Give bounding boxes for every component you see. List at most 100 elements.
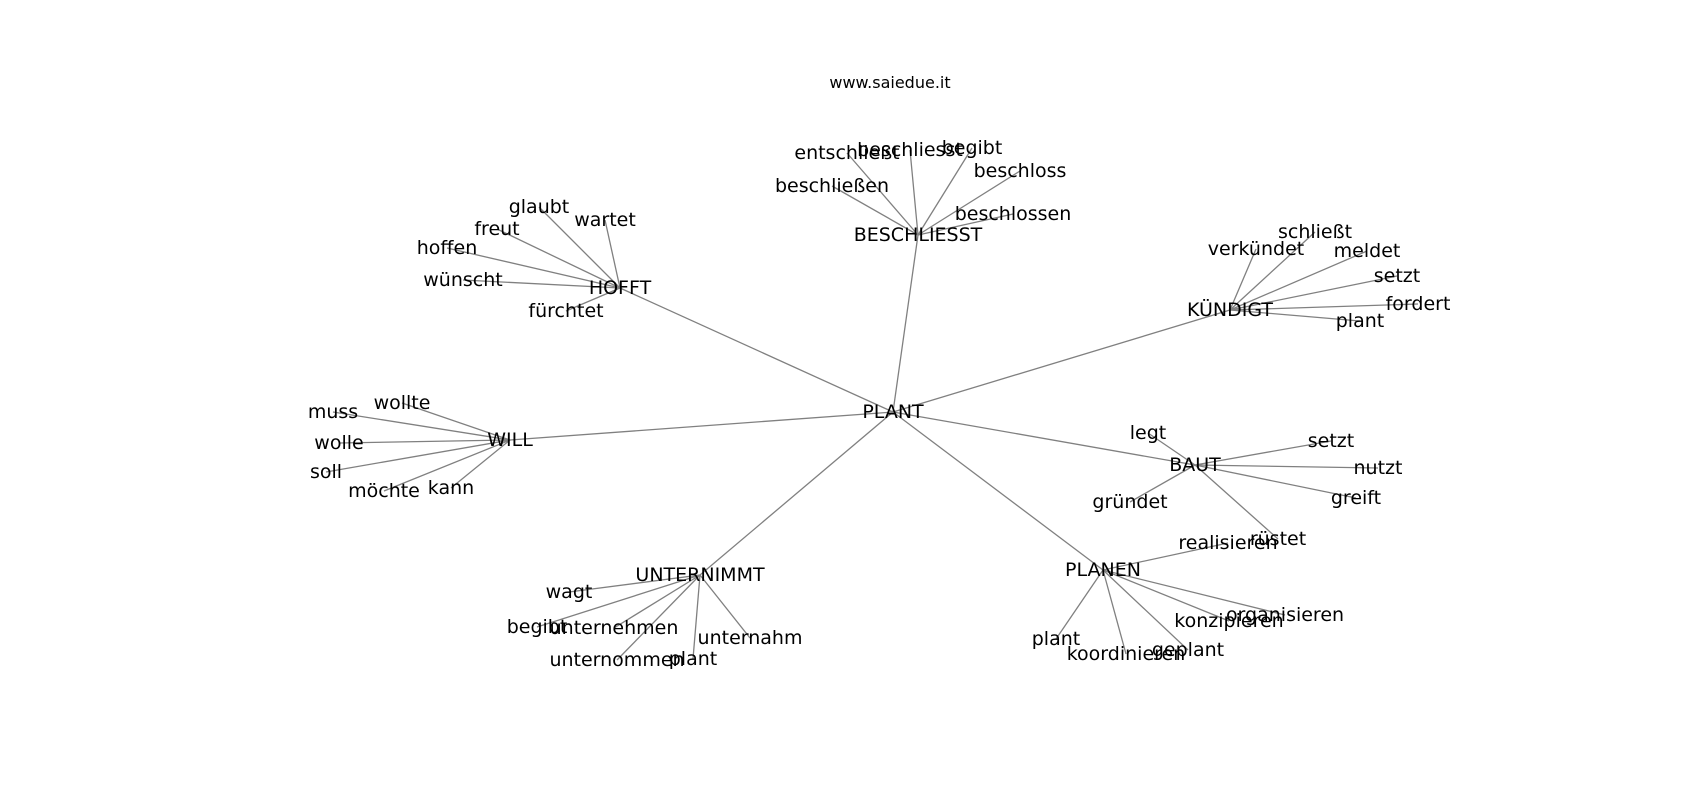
edge-kuendigt-setzt bbox=[1229, 275, 1398, 311]
edge-unternimmt-begibt bbox=[536, 574, 701, 628]
root-node-label: PLANT bbox=[862, 401, 924, 423]
leaf-node-beschloss: beschloss bbox=[974, 160, 1067, 182]
leaf-node-fordert: fordert bbox=[1386, 293, 1451, 315]
edge-beschliesst-beschlossen bbox=[917, 213, 1014, 236]
edge-planen-organisieren bbox=[1102, 569, 1286, 616]
leaf-node-beschlossen: beschlossen bbox=[955, 203, 1072, 225]
edge-root-unternimmt bbox=[699, 411, 894, 576]
leaf-node-setzt: setzt bbox=[1308, 430, 1354, 452]
leaf-node-moechte: möchte bbox=[348, 480, 420, 502]
edge-beschliesst-entschliesst bbox=[846, 152, 919, 236]
edge-will-muss bbox=[332, 411, 511, 441]
edge-root-will bbox=[509, 411, 894, 441]
hub-node-planen: PLANEN bbox=[1065, 559, 1141, 581]
leaf-node-soll: soll bbox=[310, 461, 342, 483]
edge-hofft-hoffen bbox=[446, 247, 621, 289]
edge-planen-plant bbox=[1055, 569, 1104, 640]
edge-beschliesst-beschliessen bbox=[831, 185, 919, 236]
edge-beschliesst-beschliesst bbox=[909, 149, 919, 236]
edge-hofft-glaubt bbox=[538, 206, 621, 289]
leaf-node-unternahm: unternahm bbox=[698, 627, 803, 649]
edge-root-baut bbox=[892, 411, 1196, 466]
leaf-node-verkuendet: verkündet bbox=[1208, 238, 1304, 260]
leaf-node-meldet: meldet bbox=[1334, 240, 1401, 262]
leaf-node-legt: legt bbox=[1130, 422, 1166, 444]
edge-kuendigt-schliesst bbox=[1229, 231, 1316, 311]
labels-layer: PLANTBESCHLIESSTentschließtbeschliesstbe… bbox=[308, 137, 1451, 671]
leaf-node-unternommen: unternommen bbox=[549, 649, 684, 671]
leaf-node-plant: plant bbox=[669, 648, 717, 670]
leaf-node-schliesst: schließt bbox=[1278, 221, 1352, 243]
edges-layer bbox=[325, 147, 1419, 661]
edge-unternimmt-unternahm bbox=[699, 574, 751, 639]
leaf-node-hoffen: hoffen bbox=[417, 237, 478, 259]
edge-hofft-wuenscht bbox=[462, 279, 621, 289]
leaf-node-setzt: setzt bbox=[1374, 265, 1420, 287]
leaf-node-ruestet: rüstet bbox=[1250, 528, 1306, 550]
leaf-node-wolle: wolle bbox=[314, 432, 363, 454]
leaf-node-wagt: wagt bbox=[546, 581, 593, 603]
edge-root-beschliesst bbox=[892, 234, 919, 413]
leaf-node-muss: muss bbox=[308, 401, 358, 423]
edge-kuendigt-meldet bbox=[1229, 250, 1368, 311]
leaf-node-nutzt: nutzt bbox=[1354, 457, 1403, 479]
hub-node-unternimmt: UNTERNIMMT bbox=[635, 564, 765, 586]
edge-root-kuendigt bbox=[892, 309, 1231, 413]
edge-will-soll bbox=[325, 439, 511, 473]
leaf-node-plant: plant bbox=[1032, 628, 1080, 650]
edge-kuendigt-fordert bbox=[1229, 303, 1419, 311]
edge-hofft-freut bbox=[496, 228, 621, 289]
hub-node-beschliesst: BESCHLIESST bbox=[854, 224, 983, 246]
hub-node-will: WILL bbox=[487, 429, 533, 451]
leaf-node-glaubt: glaubt bbox=[509, 196, 570, 218]
leaf-node-wuenscht: wünscht bbox=[423, 269, 502, 291]
edge-baut-greift bbox=[1194, 464, 1357, 499]
leaf-node-plant: plant bbox=[1336, 310, 1384, 332]
edge-unternimmt-unternommen bbox=[616, 574, 701, 661]
leaf-node-beschliesst: beschliesst bbox=[857, 139, 963, 161]
leaf-node-kann: kann bbox=[428, 477, 474, 499]
leaf-node-realisieren: realisieren bbox=[1178, 532, 1277, 554]
hub-node-baut: BAUT bbox=[1169, 454, 1221, 476]
edge-planen-konzipieren bbox=[1102, 569, 1230, 622]
edge-kuendigt-plant bbox=[1229, 309, 1361, 322]
leaf-node-wollte: wollte bbox=[374, 392, 431, 414]
edge-baut-gruendet bbox=[1129, 464, 1196, 503]
edge-will-wollte bbox=[401, 402, 511, 441]
edge-beschliesst-beschloss bbox=[917, 170, 1021, 236]
leaf-node-geplant: geplant bbox=[1152, 639, 1224, 661]
leaf-node-gruendet: gründet bbox=[1092, 491, 1167, 513]
edge-planen-geplant bbox=[1102, 569, 1189, 651]
edge-unternimmt-plant bbox=[692, 574, 701, 660]
leaf-node-entschliesst: entschließt bbox=[794, 142, 899, 164]
edge-will-wolle bbox=[338, 439, 511, 444]
edge-baut-setzt bbox=[1194, 440, 1332, 466]
leaf-node-organisieren: organisieren bbox=[1226, 604, 1344, 626]
leaf-node-freut: freut bbox=[474, 218, 519, 240]
edge-beschliesst-begibt bbox=[917, 147, 973, 236]
leaf-node-koordinieren: koordinieren bbox=[1067, 643, 1186, 665]
edge-baut-nutzt bbox=[1194, 464, 1379, 469]
leaf-node-greift: greift bbox=[1331, 487, 1381, 509]
leaf-node-begibt: begibt bbox=[942, 137, 1003, 159]
edge-planen-realisieren bbox=[1102, 542, 1229, 571]
edge-unternimmt-unternehmen bbox=[613, 574, 701, 629]
edge-unternimmt-wagt bbox=[568, 574, 701, 593]
leaf-node-fuerchtet: fürchtet bbox=[528, 300, 603, 322]
edge-hofft-fuerchtet bbox=[565, 287, 621, 312]
edge-will-kann bbox=[450, 439, 511, 489]
hub-node-hofft: HOFFT bbox=[589, 277, 652, 299]
edge-will-moechte bbox=[383, 439, 511, 492]
leaf-node-wartet: wartet bbox=[574, 209, 636, 231]
edge-planen-koordinieren bbox=[1102, 569, 1127, 655]
leaf-node-beschliessen: beschließen bbox=[775, 175, 889, 197]
graph-title: www.saiedue.it bbox=[829, 73, 950, 92]
edge-hofft-wartet bbox=[604, 219, 621, 289]
edge-kuendigt-verkuendet bbox=[1229, 248, 1257, 311]
hub-node-kuendigt: KÜNDIGT bbox=[1187, 298, 1273, 321]
edge-root-hofft bbox=[619, 287, 894, 413]
edge-baut-ruestet bbox=[1194, 464, 1279, 540]
edge-baut-legt bbox=[1147, 432, 1196, 466]
edge-root-planen bbox=[892, 411, 1104, 571]
